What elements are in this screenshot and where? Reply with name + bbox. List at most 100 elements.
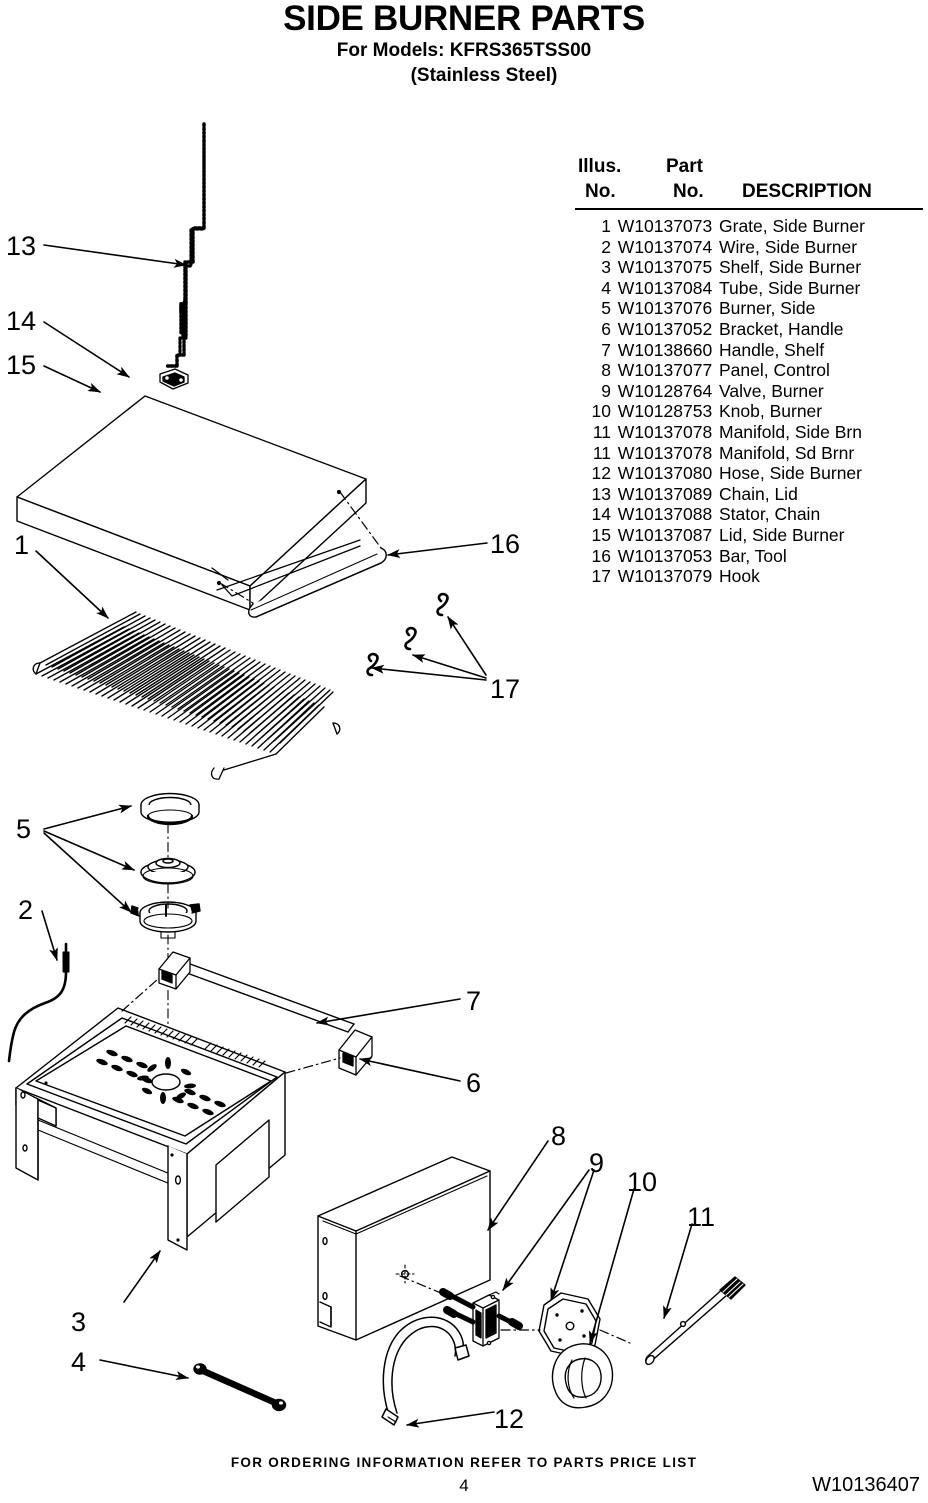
cell-illus-no: 8 (601, 360, 611, 381)
cell-part-no: W10137073 (617, 216, 713, 236)
leader-9b (550, 1169, 595, 1301)
cell-description: Valve, Burner (719, 380, 824, 401)
leader-4 (99, 1359, 189, 1381)
part-shelf-side-burner (15, 1007, 286, 1251)
cell-illus-no: 16 (591, 545, 611, 566)
cell-illus-no: 1 (601, 216, 611, 236)
part-panel-control (317, 1156, 491, 1341)
leader-17c (447, 616, 487, 676)
leader-15 (43, 365, 101, 393)
cell-illus-no: 13 (591, 483, 611, 504)
cell-description: Hook (719, 566, 760, 587)
table-row: 11 W10137078 Manifold, Sd Brnr (575, 443, 925, 464)
leader-2 (41, 910, 58, 961)
cell-illus-no: 12 (591, 463, 611, 484)
leader-12 (406, 1411, 495, 1428)
header-illus-line2: No. (585, 181, 616, 202)
cell-part-no: W10137078 (617, 442, 713, 463)
part-handle-shelf (164, 956, 355, 1033)
callout-number-1: 1 (14, 530, 30, 560)
cell-illus-no: 14 (591, 504, 611, 525)
cell-description: Shelf, Side Burner (719, 257, 862, 278)
table-row: 9 W10128764 Valve, Burner (575, 381, 925, 402)
callout-number-12: 12 (494, 1404, 525, 1434)
cell-part-no: W10128764 (617, 380, 713, 401)
cell-description: Handle, Shelf (719, 339, 825, 360)
cell-part-no: W10128753 (617, 401, 713, 422)
table-row: 4 W10137084 Tube, Side Burner (575, 278, 925, 299)
callout-number-17: 17 (490, 674, 521, 704)
table-row: 13 W10137089 Chain, Lid (575, 484, 925, 505)
cell-part-no: W10137078 (617, 421, 713, 442)
cell-illus-no: 11 (592, 442, 611, 463)
page-title: SIDE BURNER PARTS (283, 0, 645, 38)
cell-description: Stator, Chain (719, 504, 821, 525)
cell-illus-no: 11 (592, 421, 611, 442)
part-hook (366, 592, 449, 677)
callout-number-2: 2 (18, 895, 34, 925)
cell-description: Chain, Lid (719, 483, 798, 504)
cell-illus-no: 3 (601, 257, 611, 278)
part-lid-side-burner (16, 395, 367, 611)
part-chain-lid-outline (166, 122, 206, 368)
document-header: SIDE BURNER PARTS For Models: KFRS365TSS… (0, 0, 928, 87)
leader-13 (43, 244, 187, 268)
leader-17b (412, 654, 487, 679)
callout-number-6: 6 (466, 1068, 482, 1098)
leader-7 (316, 998, 461, 1026)
cell-description: Panel, Control (719, 360, 830, 381)
cell-description: Tube, Side Burner (719, 277, 861, 298)
part-valve-burner (439, 1288, 523, 1347)
callout-number-11: 11 (687, 1202, 716, 1232)
assembly-line-bracket (121, 978, 341, 1074)
callout-number-4: 4 (71, 1347, 87, 1377)
cell-part-no: W10137087 (617, 524, 713, 545)
callout-number-10: 10 (627, 1167, 658, 1197)
ordering-info-note: FOR ORDERING INFORMATION REFER TO PARTS … (230, 1455, 698, 1470)
cell-illus-no: 10 (591, 401, 611, 422)
part-burner-side-head (140, 857, 196, 885)
callout-number-5: 5 (16, 814, 32, 844)
cell-description: Grate, Side Burner (719, 216, 865, 236)
part-burner-side-base (130, 901, 201, 939)
cell-illus-no: 9 (601, 380, 611, 401)
header-part-line1: Part (666, 156, 703, 177)
cell-illus-no: 6 (601, 318, 611, 339)
part-valve-bezel (538, 1292, 601, 1358)
leader-17a (371, 664, 487, 681)
assembly-line-bar-tool (219, 491, 382, 604)
cell-part-no: W10137080 (617, 463, 713, 484)
cell-part-no: W10137084 (617, 277, 713, 298)
part-hose-side-burner (381, 1316, 470, 1426)
cell-part-no: W10137089 (617, 483, 713, 504)
cell-part-no: W10137076 (617, 298, 713, 319)
leader-9a (502, 1169, 590, 1291)
leader-16 (387, 542, 488, 559)
cell-description: Manifold, Sd Brnr (719, 442, 855, 463)
callout-number-3: 3 (71, 1307, 87, 1337)
cell-illus-no: 5 (601, 298, 611, 319)
callout-number-7: 7 (466, 986, 482, 1016)
callout-number-13: 13 (6, 231, 37, 261)
callout-number-8: 8 (551, 1121, 567, 1151)
cell-illus-no: 4 (601, 277, 611, 298)
part-wire-side-burner (7, 942, 70, 1063)
callout-number-14: 14 (6, 306, 37, 336)
part-burner-side-cap (140, 792, 200, 826)
finish-line: (Stainless Steel) (410, 65, 558, 86)
header-part-line2: No. (673, 181, 704, 202)
leader-5a (43, 804, 132, 830)
part-bar-tool (248, 547, 387, 618)
leader-3 (123, 1250, 161, 1303)
part-grate-side-burner (32, 611, 341, 780)
